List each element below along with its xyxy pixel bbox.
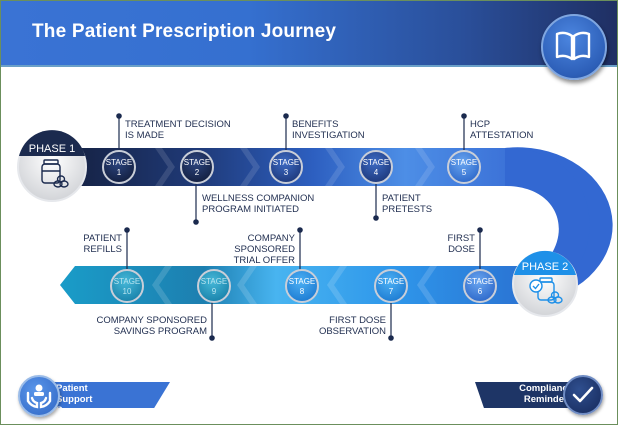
desc-line: INVESTIGATION bbox=[292, 130, 365, 141]
desc-line: REFILLS bbox=[83, 244, 122, 255]
desc-line: BENEFITS bbox=[292, 119, 339, 130]
desc-line: ATTESTATION bbox=[470, 130, 534, 141]
svg-text:7: 7 bbox=[389, 287, 394, 296]
open-book-icon bbox=[541, 14, 607, 80]
svg-text:STAGE: STAGE bbox=[363, 158, 390, 167]
desc-line: TREATMENT DECISION bbox=[125, 119, 231, 130]
pill-bottle-icon bbox=[41, 159, 69, 188]
pill-bottle-check-icon bbox=[529, 277, 563, 304]
legend-bar bbox=[38, 382, 170, 408]
desc-line: OBSERVATION bbox=[318, 326, 386, 337]
svg-text:STAGE: STAGE bbox=[378, 277, 405, 286]
desc-line: SPONSORED bbox=[234, 244, 295, 255]
svg-text:STAGE: STAGE bbox=[106, 158, 133, 167]
svg-text:PHASE 2: PHASE 2 bbox=[522, 261, 568, 273]
svg-text:8: 8 bbox=[300, 287, 305, 296]
desc-line: PROGRAM INITIATED bbox=[202, 204, 299, 215]
phase-2-badge: PHASE 2 bbox=[512, 250, 578, 317]
desc-line: SAVINGS PROGRAM bbox=[113, 326, 207, 337]
svg-text:6: 6 bbox=[478, 287, 483, 296]
legend-line: Compliance bbox=[519, 383, 573, 394]
legend-line: Reminders bbox=[523, 394, 573, 405]
svg-text:STAGE: STAGE bbox=[289, 277, 316, 286]
legend-line: Support Programs bbox=[56, 394, 101, 416]
desc-line: DOSE bbox=[448, 244, 475, 255]
helping-hands-person-icon bbox=[18, 375, 60, 417]
curve-band bbox=[505, 147, 613, 300]
svg-text:STAGE: STAGE bbox=[273, 158, 300, 167]
legend-line: Patient bbox=[56, 383, 88, 394]
callout-lines bbox=[116, 113, 483, 341]
desc-line: PRETESTS bbox=[382, 204, 433, 215]
svg-text:9: 9 bbox=[212, 287, 217, 296]
desc-line: WELLNESS COMPANION bbox=[202, 193, 315, 204]
desc-line: COMPANY bbox=[247, 233, 295, 244]
phase-1-badge: PHASE 1 bbox=[17, 130, 87, 202]
desc-line: COMPANY SPONSORED bbox=[96, 315, 207, 326]
svg-text:2: 2 bbox=[195, 168, 200, 177]
desc-line: FIRST DOSE bbox=[329, 315, 386, 326]
svg-text:STAGE: STAGE bbox=[114, 277, 141, 286]
svg-text:4: 4 bbox=[374, 168, 379, 177]
svg-text:10: 10 bbox=[123, 287, 132, 296]
desc-line: PATIENT bbox=[83, 233, 122, 244]
svg-text:5: 5 bbox=[462, 168, 467, 177]
svg-text:3: 3 bbox=[284, 168, 289, 177]
svg-text:STAGE: STAGE bbox=[201, 277, 228, 286]
desc-line: HCP bbox=[470, 119, 491, 130]
legend-label: Compliance Reminders bbox=[495, 383, 573, 405]
desc-line: TRIAL OFFER bbox=[233, 255, 295, 266]
desc-line: PATIENT bbox=[382, 193, 421, 204]
desc-line: FIRST bbox=[447, 233, 475, 244]
svg-text:STAGE: STAGE bbox=[467, 277, 494, 286]
svg-text:STAGE: STAGE bbox=[184, 158, 211, 167]
page-title: The Patient Prescription Journey bbox=[32, 21, 337, 42]
svg-text:1: 1 bbox=[117, 168, 122, 177]
desc-line: IS MADE bbox=[125, 130, 165, 141]
header-bar: The Patient Prescription Journey bbox=[1, 1, 617, 67]
svg-text:STAGE: STAGE bbox=[451, 158, 478, 167]
legend-label: Patient Support Programs bbox=[56, 383, 100, 416]
checkmark-icon bbox=[563, 375, 603, 415]
svg-text:PHASE 1: PHASE 1 bbox=[29, 143, 75, 155]
